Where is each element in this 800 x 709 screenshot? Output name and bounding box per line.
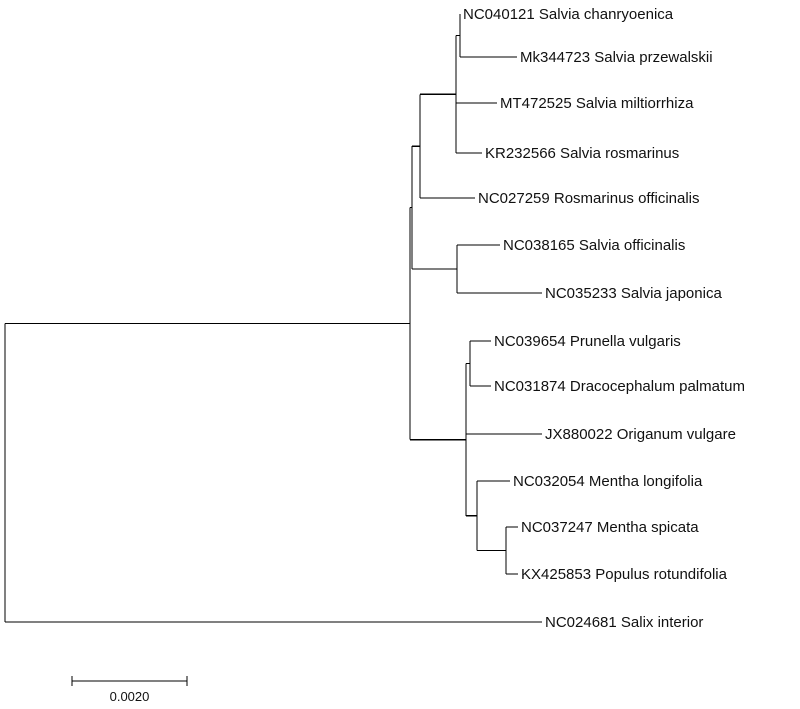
taxon-label-t7: NC035233 Salvia japonica [545,285,722,302]
taxon-label-t11: NC032054 Mentha longifolia [513,473,703,490]
taxon-label-t2: Mk344723 Salvia przewalskii [520,49,713,66]
taxon-label-t1: NC040121 Salvia chanryoenica [463,6,674,23]
taxon-label-t3: MT472525 Salvia miltiorrhiza [500,95,694,112]
taxon-label-t12: NC037247 Mentha spicata [521,519,699,536]
taxon-label-t6: NC038165 Salvia officinalis [503,237,685,254]
taxon-label-t14: NC024681 Salix interior [545,614,703,631]
taxon-label-t13: KX425853 Populus rotundifolia [521,566,728,583]
taxon-label-t8: NC039654 Prunella vulgaris [494,333,681,350]
taxon-label-t9: NC031874 Dracocephalum palmatum [494,378,745,395]
taxon-label-t4: KR232566 Salvia rosmarinus [485,145,679,162]
scale-bar: 0.0020 [71,676,188,704]
taxon-label-t10: JX880022 Origanum vulgare [545,426,736,443]
taxon-label-t5: NC027259 Rosmarinus officinalis [478,190,700,207]
tree-branches [4,14,542,623]
scale-bar-label: 0.0020 [110,689,150,704]
